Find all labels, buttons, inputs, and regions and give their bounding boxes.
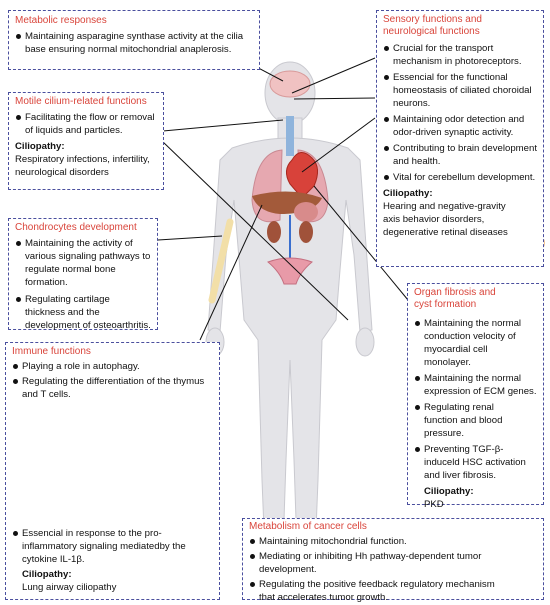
brain-icon <box>269 70 311 98</box>
sensory-title: Sensory functions and neurological funct… <box>383 14 482 37</box>
sensory-item: Vital for cerebellum development. <box>383 171 537 184</box>
sensory-box: Sensory functions and neurological funct… <box>376 10 544 267</box>
sensory-item: Maintaining odor detection and odor-driv… <box>383 113 537 139</box>
cancer-item: Maintaining mitochondrial function. <box>249 535 537 548</box>
immune-item: Playing a role in autophagy. <box>12 360 213 373</box>
organ-title: Organ fibrosis and cyst formation <box>414 287 496 310</box>
motile-item: Facilitating the flow or removal of liqu… <box>15 111 157 137</box>
sensory-item: Contributing to brain development and he… <box>383 142 537 168</box>
organ-item: Maintaining the normal expression of ECM… <box>414 372 537 398</box>
immune-item: Regulating the differentiation of the th… <box>12 375 213 401</box>
cancer-item: Regulating the positive feedback regulat… <box>249 578 537 604</box>
kidney-icon <box>267 221 281 243</box>
immune-ciliopathy-label: Ciliopathy: <box>22 569 72 580</box>
arm-bone-icon <box>208 218 234 304</box>
cancer-box: Metabolism of cancer cells Maintaining m… <box>242 518 544 603</box>
chondro-item: Regulating cartilage thickness and the d… <box>15 293 151 332</box>
uterus-icon <box>267 257 313 285</box>
immune-box: Immune functions Playing a role in autop… <box>5 342 220 600</box>
metabolic-responses-box: Metabolic responses Maintaining asparagi… <box>8 10 260 70</box>
motile-ciliopathy: Respiratory infections, infertility, neu… <box>15 154 150 178</box>
motile-ciliopathy-label: Ciliopathy: <box>15 141 65 152</box>
metabolic-item: Maintaining asparagine synthase activity… <box>15 30 253 56</box>
motile-box: Motile cilium-related functions Facilita… <box>8 92 164 190</box>
metabolic-title: Metabolic responses <box>15 15 107 26</box>
chondro-title: Chondrocytes development <box>15 222 137 233</box>
chondrocytes-box: Chondrocytes development Maintaining the… <box>8 218 158 332</box>
organ-ciliopathy: PKD <box>424 499 444 510</box>
sensory-item: Essencial for the functional homeostasis… <box>383 71 537 110</box>
connector-lines <box>157 53 409 341</box>
heart-icon <box>286 152 318 199</box>
cancer-title: Metabolism of cancer cells <box>249 521 367 532</box>
immune-ciliopathy: Lung airway ciliopathy <box>22 582 117 593</box>
sensory-ciliopathy-label: Ciliopathy: <box>383 188 433 199</box>
cancer-item: Mediating or inhibiting Hh pathway-depen… <box>249 550 537 576</box>
immune-item: Essencial in response to the pro-inflamm… <box>12 527 213 566</box>
organ-fibrosis-box: Organ fibrosis and cyst formation Mainta… <box>407 283 544 510</box>
sensory-ciliopathy: Hearing and negative-gravity axis behavi… <box>383 201 508 238</box>
sensory-item: Crucial for the transport mechanism in p… <box>383 42 537 68</box>
organ-item: Maintaining the normal conduction veloci… <box>414 317 537 369</box>
organ-item: Preventing TGF-β-induceld HSC activation… <box>414 443 537 482</box>
stomach-icon <box>294 202 318 222</box>
trachea-icon <box>286 116 294 156</box>
chondro-item: Maintaining the activity of various sign… <box>15 237 151 289</box>
organ-ciliopathy-label: Ciliopathy: <box>424 486 474 497</box>
motile-title: Motile cilium-related functions <box>15 96 147 107</box>
organ-item: Regulating renal function and blood pres… <box>414 401 537 440</box>
immune-title: Immune functions <box>12 346 91 357</box>
